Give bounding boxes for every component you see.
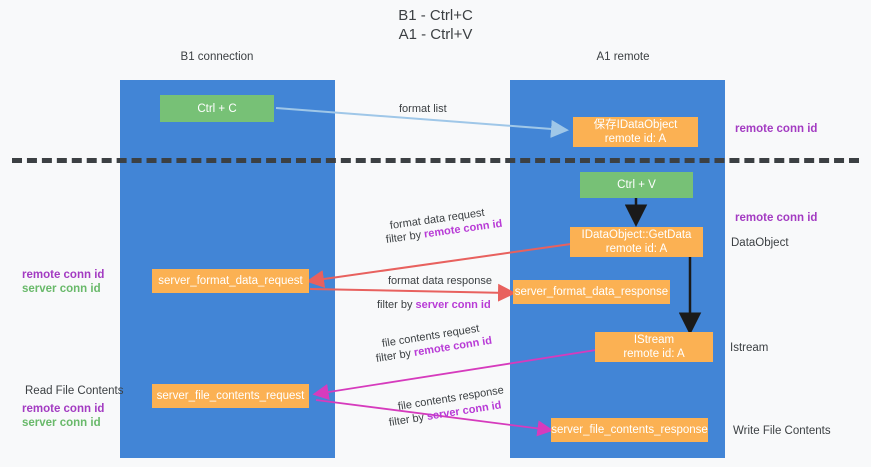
- filter-value-server-conn-id: server conn id: [415, 299, 491, 311]
- node-server-file-contents-request[interactable]: server_file_contents_request: [152, 384, 309, 408]
- annotation-write-file-contents: Write File Contents: [733, 425, 831, 437]
- conn-id-server: server conn id: [22, 417, 101, 429]
- node-ctrl-v[interactable]: Ctrl + V: [580, 172, 693, 198]
- annotation-read-file-contents: Read File Contents: [25, 385, 124, 397]
- column-header-b1: B1 connection: [180, 51, 254, 63]
- node-idataobject-getdata[interactable]: IDataObject::GetData remote id: A: [570, 227, 703, 257]
- node-server-format-data-response[interactable]: server_format_data_response: [513, 280, 670, 304]
- filter-prefix: filter by: [385, 228, 425, 246]
- node-server-format-data-request[interactable]: server_format_data_request: [152, 269, 309, 293]
- edge-label-format-data-response-filter: filter by server conn id: [377, 298, 491, 312]
- filter-prefix: filter by: [388, 411, 428, 429]
- annotation-dataobject: DataObject: [731, 237, 789, 249]
- edge-label-format-data-response: format data response: [388, 275, 492, 287]
- conn-id-remote: remote conn id: [22, 403, 105, 415]
- annotation-remote-conn-id-mid: remote conn id: [735, 212, 818, 224]
- phase-divider: [12, 158, 859, 163]
- annotation-conn-ids-format: remote conn id server conn id: [22, 268, 104, 296]
- annotation-remote-conn-id-top: remote conn id: [735, 123, 818, 135]
- node-istream[interactable]: IStream remote id: A: [595, 332, 713, 362]
- annotation-conn-ids-file: remote conn id server conn id: [22, 402, 104, 430]
- node-server-file-contents-response[interactable]: server_file_contents_response: [551, 418, 708, 442]
- annotation-istream: Istream: [730, 342, 769, 354]
- edge-label-format-list: format list: [399, 103, 447, 115]
- conn-id-remote: remote conn id: [22, 269, 105, 281]
- diagram-title: B1 - Ctrl+C A1 - Ctrl+V: [398, 7, 473, 43]
- node-ctrl-c[interactable]: Ctrl + C: [160, 95, 274, 122]
- filter-prefix: filter by: [377, 299, 416, 311]
- filter-prefix: filter by: [375, 347, 415, 365]
- column-header-a1: A1 remote: [596, 51, 650, 63]
- node-save-idataobject[interactable]: 保存IDataObject remote id: A: [573, 117, 698, 147]
- conn-id-server: server conn id: [22, 283, 101, 295]
